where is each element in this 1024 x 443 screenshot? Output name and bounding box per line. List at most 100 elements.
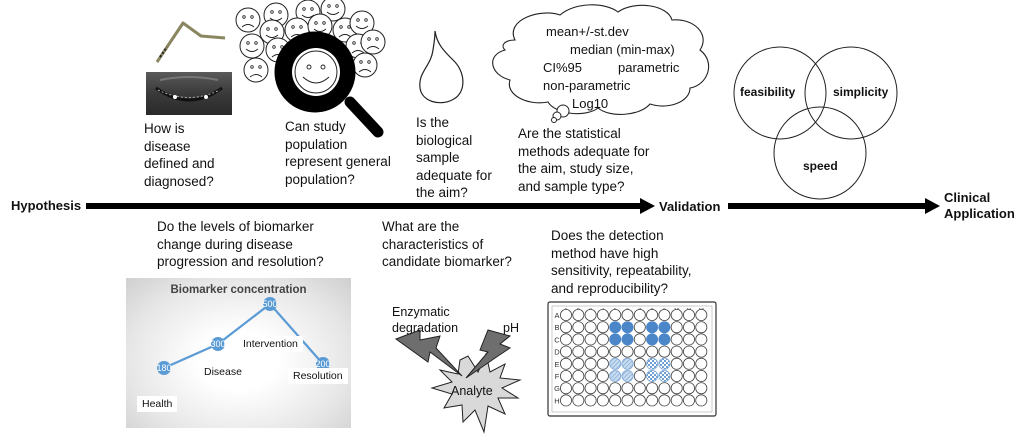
plate-well-F12: [695, 369, 708, 382]
cloud-line-mean: mean+/-st.dev: [546, 24, 629, 39]
plate-well-D2: [572, 345, 585, 358]
plate-well-C8: [646, 333, 659, 346]
arrowhead-2: [925, 198, 940, 214]
plate-row-label: F: [555, 372, 560, 381]
plate-well-B9: [658, 321, 671, 334]
plate-well-A11: [683, 308, 696, 321]
smiley-face-icon: [239, 33, 265, 59]
chart-stage-resolution: Resolution: [288, 368, 348, 384]
plate-row-label: H: [554, 396, 559, 405]
plate-well-F3: [584, 369, 597, 382]
question-line: change during disease: [157, 236, 293, 252]
plate-well-H6: [621, 394, 634, 407]
plate-well-A8: [646, 308, 659, 321]
plate-well-F1: [560, 369, 573, 382]
plate-well-F5: [609, 369, 622, 382]
venn-label-simplicity: simplicity: [833, 85, 889, 99]
plate-well-D4: [596, 345, 609, 358]
chart-data-point: [263, 297, 277, 311]
plate-well-H9: [658, 394, 671, 407]
magnifier-icon: [274, 31, 384, 138]
plate-well-F9: [658, 369, 671, 382]
chart-stage-intervention: Intervention: [238, 336, 303, 352]
question-line: population?: [285, 171, 355, 187]
plate-well-E4: [596, 357, 609, 370]
smiley-face-icon: [352, 52, 378, 78]
plate-well-B3: [584, 321, 597, 334]
smiley-face-icon: [360, 29, 386, 55]
plate-well-H8: [646, 394, 659, 407]
plate-well-A4: [596, 308, 609, 321]
chart-data-point: [211, 337, 225, 351]
chart-stage-health: Health: [137, 396, 178, 412]
plate-row-label: C: [554, 335, 560, 344]
question-biological-sample: Is the biological sample adequate for th…: [416, 114, 492, 202]
plate-well-D8: [646, 345, 659, 358]
question-line: What are the: [382, 219, 460, 234]
plate-well-D12: [695, 345, 708, 358]
arrowhead-1: [640, 198, 655, 214]
plate-well-H12: [695, 394, 708, 407]
hypothesis-label: Hypothesis: [11, 198, 82, 213]
droplet-icon: [419, 30, 464, 104]
question-line: Do the levels of biomarker: [157, 219, 314, 234]
smiley-face-icon: [243, 57, 269, 83]
plate-well-A2: [572, 308, 585, 321]
question-line: the aim, study size,: [518, 161, 634, 176]
plate-well-G5: [609, 382, 622, 395]
validation-label: Validation: [659, 199, 721, 214]
chart-data-point: [316, 357, 330, 371]
question-line: sensitivity, repeatability,: [551, 263, 692, 278]
plate-well-E11: [683, 357, 696, 370]
question-line: sample: [416, 150, 460, 165]
question-line: progression and resolution?: [157, 254, 324, 269]
plate-well-B6: [621, 321, 634, 334]
plate-well-E9: [658, 357, 671, 370]
chart-data-label: 180: [156, 363, 171, 373]
plate-well-A1: [560, 308, 573, 321]
ph-label: pH: [503, 321, 519, 335]
plate-well-B11: [683, 321, 696, 334]
plate-well-B2: [572, 321, 585, 334]
plate-well-D9: [658, 345, 671, 358]
plate-well-F10: [670, 369, 683, 382]
venn-label-feasibility: feasibility: [740, 85, 796, 99]
plate-well-C10: [670, 333, 683, 346]
thought-cloud-icon: [492, 4, 710, 115]
plate-well-D11: [683, 345, 696, 358]
plate-well-A3: [584, 308, 597, 321]
plate-row-label: B: [554, 323, 559, 332]
question-line: represent general: [285, 154, 391, 169]
plate-well-D10: [670, 345, 683, 358]
cloud-line-ci95: CI%95: [543, 60, 583, 75]
plate-well-G8: [646, 382, 659, 395]
plate-well-E3: [584, 357, 597, 370]
plate-well-E10: [670, 357, 683, 370]
question-study-population: Can study population represent general p…: [285, 118, 391, 188]
plate-well-C4: [596, 333, 609, 346]
clinical-application-line1: Clinical: [944, 190, 991, 205]
plate-well-H2: [572, 394, 585, 407]
question-line: Can study: [285, 119, 346, 134]
plate-well-C3: [584, 333, 597, 346]
plate-well-E6: [621, 357, 634, 370]
question-statistical-methods: Are the statistical methods adequate for…: [518, 125, 649, 195]
question-line: and sample type?: [518, 178, 625, 194]
plate-well-A10: [670, 308, 683, 321]
venn-circle-feasibility: [733, 46, 827, 140]
panoramic-xray-icon: [146, 72, 232, 115]
chart-data-label: 200: [315, 359, 330, 369]
question-line: diagnosed?: [144, 173, 214, 189]
plate-well-C9: [658, 333, 671, 346]
plate-well-G11: [683, 382, 696, 395]
plate-well-F2: [572, 369, 585, 382]
plate-well-H4: [596, 394, 609, 407]
